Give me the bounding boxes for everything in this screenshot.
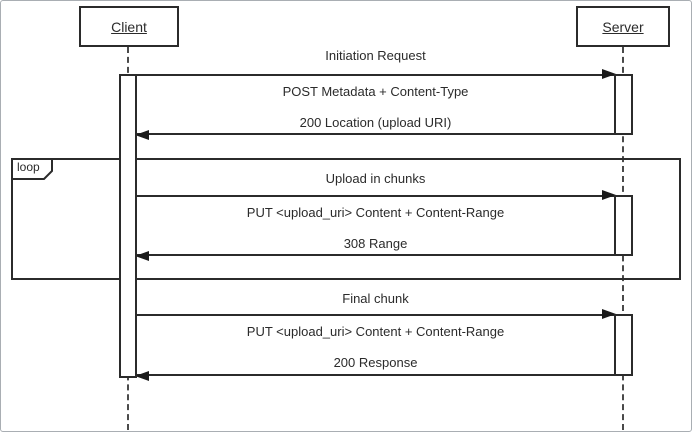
request-message-label: POST Metadata + Content-Type [282,84,469,99]
actor-box-server: Server [576,6,670,47]
actor-box-client: Client [79,6,179,47]
request-message-label: PUT <upload_uri> Content + Content-Range [246,324,505,339]
message-exchange-final-chunk: PUT <upload_uri> Content + Content-Range… [135,309,616,381]
message-exchange-initiation: POST Metadata + Content-Type 200 Locatio… [135,69,616,140]
response-message-label: 308 Range [343,236,408,251]
section-heading-final-chunk: Final chunk [342,291,409,306]
message-exchange-chunk-upload: PUT <upload_uri> Content + Content-Range… [135,190,616,261]
response-arrowhead-icon [135,130,149,140]
request-arrowhead-icon [602,69,616,79]
section-heading-upload-chunks: Upload in chunks [325,171,426,186]
response-message-label: 200 Location (upload URI) [299,115,452,130]
response-arrowhead-icon [135,371,149,381]
server-activation-bar-initiation [614,74,633,135]
loop-pentagon-icon [11,158,53,180]
request-arrowhead-icon [602,190,616,200]
response-message-label: 200 Response [333,355,418,370]
actor-label-client: Client [111,18,147,35]
request-message-label: PUT <upload_uri> Content + Content-Range [246,205,505,220]
loop-operator-label: loop [17,160,40,174]
server-activation-bar-chunk-upload [614,195,633,256]
response-arrowhead-icon [135,251,149,261]
request-arrowhead-icon [602,309,616,319]
actor-label-server: Server [602,18,644,35]
server-activation-bar-final-chunk [614,314,633,376]
section-heading-initiation: Initiation Request [325,48,426,63]
client-activation-bar [119,74,137,378]
loop-fragment-frame [11,158,681,280]
